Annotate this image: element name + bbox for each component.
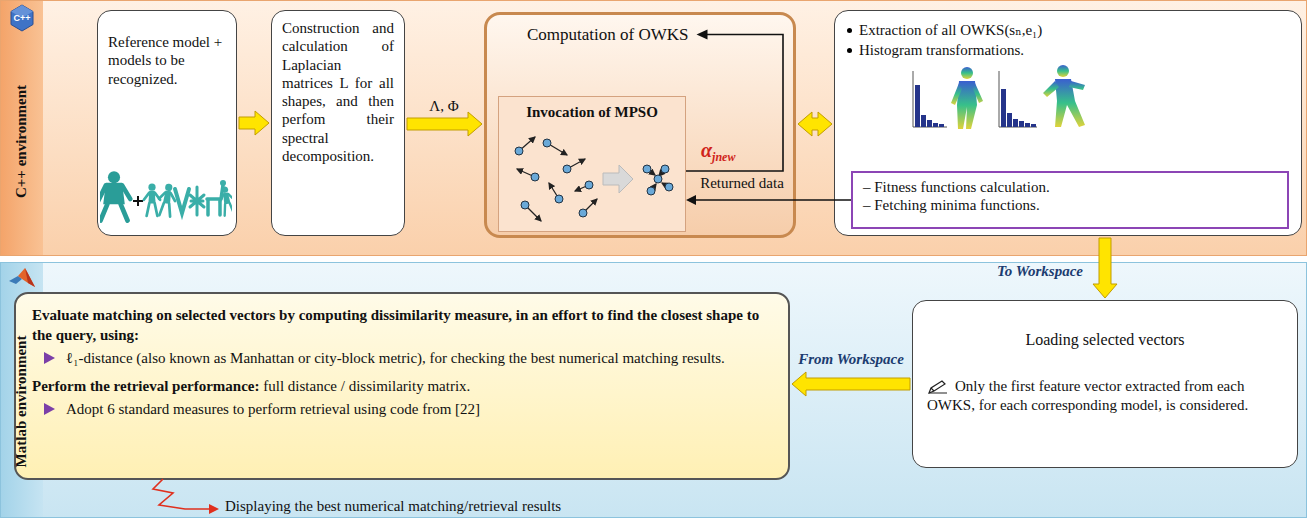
note-icon	[927, 379, 949, 395]
node-text: Computation of OWKS	[527, 25, 689, 44]
node-text: – Fitness functions calculation.	[863, 179, 1050, 195]
edge-label-box: From Workspace	[798, 350, 904, 368]
environment-band: Matlab environment Loading selected vecto…	[0, 262, 1307, 518]
result-arrow	[151, 477, 221, 518]
node-text: Extraction of all OWKS(sₙ,e₁)	[859, 22, 1042, 38]
text-block: Construction and calculation of Laplacia…	[282, 19, 394, 165]
text-block: Only the first feature vector extracted …	[923, 377, 1287, 415]
return-arrow	[686, 195, 851, 205]
edge-label-box: To Workspace	[997, 262, 1083, 280]
node-text: Only the first feature vector extracted …	[927, 378, 1248, 413]
node-text: Matlab environment	[14, 335, 31, 467]
process-box: Extraction of all OWKS(sₙ,e₁) Histogram t…	[834, 10, 1302, 236]
block-arrow	[798, 112, 832, 136]
process-box: Evaluate matching on selected vectors by…	[14, 292, 790, 480]
edge-label: Λ, Φ	[429, 98, 458, 114]
alpha-label: αjnew	[701, 139, 735, 165]
logo-text: C++	[9, 4, 35, 32]
block-arrow	[239, 111, 269, 135]
alpha-symbol: α	[701, 139, 712, 161]
edge-label-box: Λ, Φ	[429, 97, 458, 115]
text-block: Histogram transformations.	[845, 41, 1291, 59]
matlab-logo	[8, 267, 36, 289]
node-text: Histogram transformations.	[859, 42, 1024, 58]
text-block: Extraction of all OWKS(sₙ,e₁)	[845, 21, 1291, 39]
alpha-subscript: jnew	[712, 150, 735, 164]
algorithm-box: Invocation of MPSO	[498, 96, 686, 232]
histogram-figures	[911, 63, 1091, 133]
text-block: Invocation of MPSO	[505, 103, 679, 123]
text-block: Perform the retrieval performance: full …	[32, 377, 772, 395]
node-text: Adopt 6 standard measures to perform ret…	[66, 401, 480, 417]
node-text: C++ environment	[14, 85, 31, 198]
shape-models	[100, 163, 232, 229]
text-block: Reference model + models to be recognize…	[108, 33, 226, 88]
text-block: ℓ₁-distance (also known as Manhattan or …	[32, 349, 772, 367]
node-text: Loading selected vectors	[1025, 331, 1184, 348]
process-box: Computation of OWKS Invocation of MPSO αj…	[484, 12, 796, 238]
band-strip: C++ C++ environment	[1, 1, 43, 255]
text-block: C++ environment	[0, 32, 79, 255]
node-text: – Fetching minima functions.	[863, 197, 1040, 213]
function-box: – Fitness functions calculation. – Fetchi…	[851, 171, 1289, 229]
text-block: Loading selected vectors	[923, 331, 1287, 349]
block-arrow	[1093, 238, 1117, 298]
environment-band: C++ C++ environment Reference model + mod…	[0, 0, 1307, 256]
node-text: Evaluate matching on selected vectors by…	[32, 307, 759, 343]
node-text: full distance / dissimilarity matrix.	[263, 378, 470, 394]
text-block: – Fitness functions calculation.	[863, 178, 1277, 196]
text-block: – Fetching minima functions.	[863, 196, 1277, 214]
text-block: Adopt 6 standard measures to perform ret…	[32, 400, 772, 418]
node-text: ℓ₁-distance (also known as Manhattan or …	[66, 350, 725, 366]
edge-label: From Workspace	[798, 351, 904, 367]
cpp-icon: C++	[9, 4, 35, 32]
block-arrow	[792, 372, 910, 396]
node-text: Construction and calculation of Laplacia…	[282, 20, 394, 164]
note-text: Displaying the best numerical matching/r…	[225, 498, 561, 514]
text-block: Computation of OWKS	[527, 25, 689, 45]
edge-label: To Workspace	[997, 263, 1083, 279]
node-text: Perform the retrieval performance:	[32, 378, 260, 394]
result-note: Displaying the best numerical matching/r…	[225, 497, 561, 515]
process-box: Loading selected vectors Only the first …	[912, 300, 1298, 468]
node-text: Invocation of MPSO	[526, 104, 658, 120]
block-arrow	[407, 112, 482, 136]
node-text: Reference model + models to be recognize…	[108, 34, 222, 87]
edge-label: Returned data	[700, 175, 784, 191]
matlab-icon	[8, 267, 36, 289]
process-box: Construction and calculation of Laplacia…	[271, 10, 405, 236]
text-block: Evaluate matching on selected vectors by…	[32, 306, 772, 345]
particle-swarm	[505, 129, 681, 229]
process-box: Reference model + models to be recognize…	[97, 10, 237, 236]
edge-label-box: Returned data	[700, 174, 784, 192]
